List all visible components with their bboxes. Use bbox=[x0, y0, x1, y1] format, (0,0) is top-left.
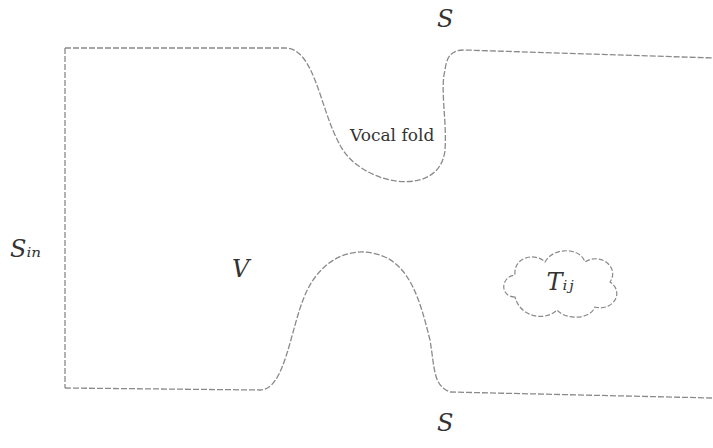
tensor-label: Tᵢⱼ bbox=[546, 269, 573, 295]
surface-label: S bbox=[437, 410, 453, 436]
inlet-surface-label: Sᵢₙ bbox=[10, 236, 41, 262]
lower-wall-and-fold bbox=[65, 252, 713, 398]
part-name: Vocal fold bbox=[350, 126, 434, 145]
surface-label: S bbox=[437, 6, 453, 32]
cloud-region: Tᵢⱼ bbox=[495, 242, 625, 322]
left-inlet-line bbox=[64, 48, 65, 388]
volume-label: V bbox=[232, 256, 249, 282]
upper-wall-and-fold bbox=[65, 48, 713, 182]
